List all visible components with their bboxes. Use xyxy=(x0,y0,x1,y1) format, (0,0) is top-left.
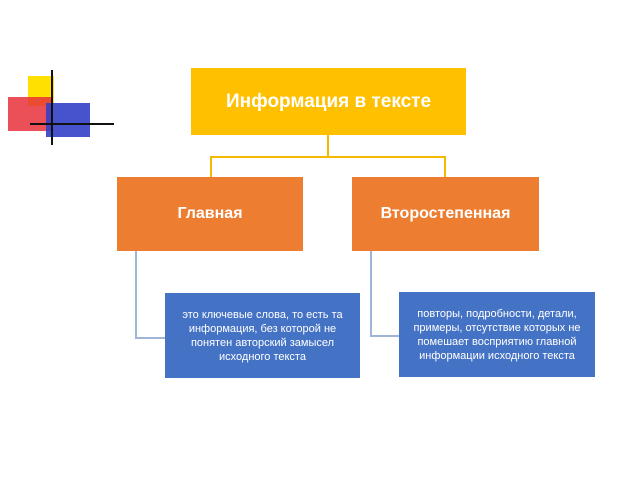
branch-connector xyxy=(210,156,446,158)
root-node: Информация в тексте xyxy=(191,68,466,135)
detail-node-main: это ключевые слова, то есть та информаци… xyxy=(165,293,360,378)
detail-node-secondary: повторы, подробности, детали, примеры, о… xyxy=(399,292,595,377)
root-connector xyxy=(327,135,329,157)
branch-node-main: Главная xyxy=(117,177,303,251)
detail-connector-right-horizontal xyxy=(370,335,400,337)
branch-connector-left xyxy=(210,156,212,177)
detail-connector-left-vertical xyxy=(135,251,137,339)
detail-connector-left-horizontal xyxy=(135,337,165,339)
logo-vertical-line xyxy=(51,70,53,145)
logo-horizontal-line xyxy=(30,123,114,125)
branch-node-secondary: Второстепенная xyxy=(352,177,539,251)
detail-connector-right-vertical xyxy=(370,251,372,337)
branch-connector-right xyxy=(444,156,446,177)
